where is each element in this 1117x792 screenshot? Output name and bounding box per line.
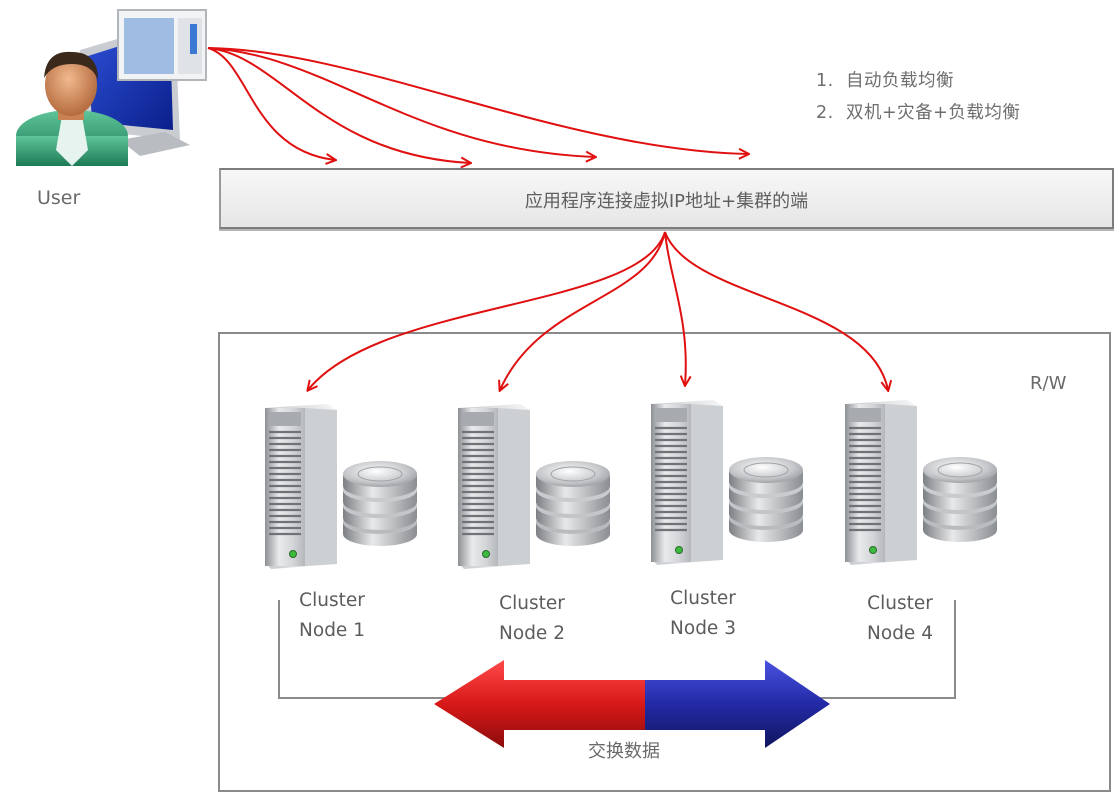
server-icon-node-4 <box>843 400 999 565</box>
node-label-line2: Node 4 <box>867 623 933 644</box>
read-write-label: R/W <box>1030 373 1067 394</box>
server-icon-node-1 <box>263 404 419 569</box>
virtual-ip-bar <box>219 168 1114 229</box>
user-label: User <box>37 187 81 209</box>
node-distribution-arrows <box>308 231 888 390</box>
cluster-node-2-label: Cluster Node 2 <box>487 589 577 649</box>
node-label-line1: Cluster <box>670 588 736 609</box>
note-item-1: 1. 自动负载均衡 <box>816 67 954 92</box>
node-label-line1: Cluster <box>499 593 565 614</box>
user-connection-arrows <box>207 47 748 163</box>
node-label-line1: Cluster <box>867 593 933 614</box>
cluster-node-3-label: Cluster Node 3 <box>658 584 748 644</box>
server-icon-node-2 <box>456 404 612 569</box>
data-exchange-label: 交换数据 <box>588 741 660 762</box>
node-label-line2: Node 2 <box>499 623 565 644</box>
note-number: 2. <box>816 103 834 123</box>
node-label-line2: Node 1 <box>299 620 365 641</box>
note-number: 1. <box>816 71 834 91</box>
note-text: 双机+灾备+负载均衡 <box>846 103 1021 123</box>
node-label-line2: Node 3 <box>670 618 736 639</box>
note-item-2: 2. 双机+灾备+负载均衡 <box>816 99 1020 124</box>
note-text: 自动负载均衡 <box>846 71 954 91</box>
cluster-node-1-label: Cluster Node 1 <box>287 586 377 646</box>
virtual-ip-label: 应用程序连接虚拟IP地址+集群的端 <box>524 191 809 212</box>
diagram-canvas <box>16 9 999 748</box>
user-computer-icon <box>16 9 207 166</box>
data-exchange-arrow <box>434 660 830 748</box>
node-label-line1: Cluster <box>299 590 365 611</box>
cluster-node-4-label: Cluster Node 4 <box>855 589 945 649</box>
server-icon-node-3 <box>649 400 805 565</box>
